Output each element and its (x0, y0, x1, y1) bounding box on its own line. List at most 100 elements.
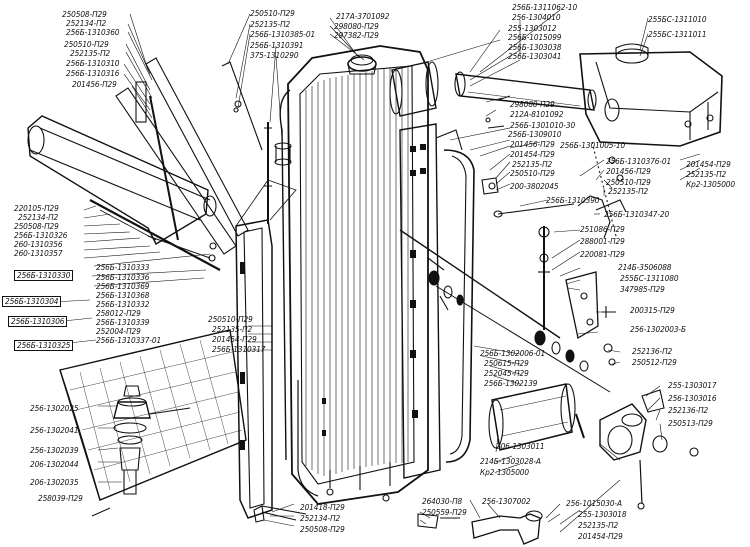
part-label: 256Б-1310316 (66, 68, 120, 78)
part-label: 256Б-1310360 (66, 27, 120, 37)
part-label: 212А-8101092 (510, 109, 564, 119)
part-label: 256Б-1310317 (212, 344, 266, 354)
part-label: 252135-П2 (578, 520, 619, 530)
part-label: 256Б-1310385-01 (250, 29, 316, 39)
part-label: 256Б-1310368 (96, 290, 150, 300)
part-label: 252135-П2 (512, 159, 553, 169)
part-label: 256Б-1015099 (508, 32, 562, 42)
part-label: Кр2-1305000 (480, 467, 529, 477)
part-label: 256Б-1303041 (508, 51, 562, 61)
part-label: 256Б-1302006-01 (480, 348, 546, 358)
part-label: 256-1304010 (512, 12, 561, 22)
part-label: 201456-П29 (510, 139, 555, 149)
upper-hose-and-tank (389, 43, 723, 147)
part-label: 250510-П29 (606, 177, 651, 187)
part-label: 252136-П2 (632, 346, 673, 356)
part-label: 250615-П29 (484, 358, 529, 368)
part-label: 252135-П2 (608, 186, 649, 196)
radiator-core (279, 45, 441, 505)
part-label: 217А-3701092 (336, 11, 390, 21)
part-label: 252136-П2 (668, 405, 709, 415)
part-label: 255-1303017 (668, 380, 717, 390)
part-label: 298080-П29 (510, 99, 555, 109)
part-label: 256Б-1310326 (14, 230, 68, 240)
part-label: 201454-П29 (578, 531, 623, 541)
part-label: 201454-П29 (686, 159, 731, 169)
part-label: 201456-П29 (606, 166, 651, 176)
part-label: 201456-П29 (72, 79, 117, 89)
part-label: 250508-П29 (14, 221, 59, 231)
leader-lines (51, 9, 701, 533)
part-label: 375-1310290 (250, 50, 299, 60)
control-rod (264, 122, 292, 224)
shutter-blind (59, 329, 247, 501)
part-label: 250510-П29 (64, 39, 109, 49)
part-label-boxed: 256Б-1310325 (14, 340, 74, 351)
part-label: 250559-П29 (422, 507, 467, 517)
part-label: 251086-П29 (580, 224, 625, 234)
part-label: 250513-П29 (668, 418, 713, 428)
part-label: 220081-П29 (580, 249, 625, 259)
part-label: 250512-П29 (632, 357, 677, 367)
part-label: 260-1310357 (14, 248, 63, 258)
part-label: 256-1307002 (482, 496, 531, 506)
part-label: 200-3802045 (510, 181, 559, 191)
part-label: 252135-П2 (212, 324, 253, 334)
part-label: 255БС-1311080 (620, 273, 679, 283)
part-label: 258012-П29 (96, 308, 141, 318)
part-label: 256Б-1310369 (96, 281, 150, 291)
part-label: 256Б-1301005-10 (560, 140, 626, 150)
part-label: 256Б-1303038 (508, 42, 562, 52)
part-label: 252134-П2 (18, 212, 59, 222)
part-label: 252135-П2 (250, 19, 291, 29)
part-label: 250510-П29 (510, 168, 555, 178)
part-label: 206-1302044 (30, 459, 79, 469)
part-label: 260-1310356 (14, 239, 63, 249)
part-label: 258039-П29 (38, 493, 83, 503)
part-label: 250510-П29 (250, 8, 295, 18)
part-label: 206-1303011 (496, 441, 545, 451)
part-label: 288001-П29 (580, 236, 625, 246)
part-label: 256-1302039 (30, 445, 79, 455)
part-label-boxed: 256Б-1310306 (8, 316, 68, 327)
fasteners-upper-right (481, 95, 627, 239)
part-label: 256Б-1301010-30 (510, 120, 576, 130)
part-label: 256-1015030-А (566, 498, 622, 508)
part-label: 298080-П29 (334, 21, 379, 31)
part-label: 256-1302041 (30, 425, 79, 435)
part-label: 252135-П2 (70, 48, 111, 58)
bracket-right (538, 226, 616, 366)
part-label-boxed: 256Б-1310304 (2, 296, 62, 307)
part-label: 256Б-1310336 (96, 272, 150, 282)
part-label: 256Б-1310390 (546, 195, 600, 205)
part-label-boxed: 256Б-1310330 (14, 270, 74, 281)
part-label: 256Б-1309010 (508, 129, 562, 139)
part-label: 214Б-3506088 (618, 262, 672, 272)
part-label: 256Б-1310337-01 (96, 335, 162, 345)
part-label: 255БС-1311010 (648, 14, 707, 24)
drain-rod-assembly (399, 229, 611, 393)
bottom-fittings (253, 505, 543, 545)
part-label: 256Б-1310332 (96, 299, 150, 309)
part-label: 256-1302025 (30, 403, 79, 413)
part-label: 252045-П29 (484, 368, 529, 378)
part-label: 256-1302003-Б (630, 324, 686, 334)
part-label: 256Б-1310391 (250, 40, 304, 50)
part-label: 256Б-1310310 (66, 58, 120, 68)
part-label: 256Б-1311062-10 (512, 2, 578, 12)
part-label: 255БС-1311011 (648, 29, 707, 39)
part-label: 256-1303016 (668, 393, 717, 403)
part-label: 220105-П29 (14, 203, 59, 213)
part-label: 200315-П29 (630, 305, 675, 315)
part-label: 256Б-1302139 (484, 378, 538, 388)
part-label: 256Б-1310347-20 (604, 209, 670, 219)
part-label: 201454-П29 (212, 334, 257, 344)
part-label: 201418-П29 (300, 502, 345, 512)
part-label: 256Б-1310333 (96, 262, 150, 272)
part-label: 214Б-1303028-А (480, 456, 541, 466)
part-label: Кр2-1305000 (686, 179, 735, 189)
part-label: 250508-П29 (300, 524, 345, 534)
part-label: 347985-П29 (620, 284, 665, 294)
part-label: 250508-П29 (62, 9, 107, 19)
